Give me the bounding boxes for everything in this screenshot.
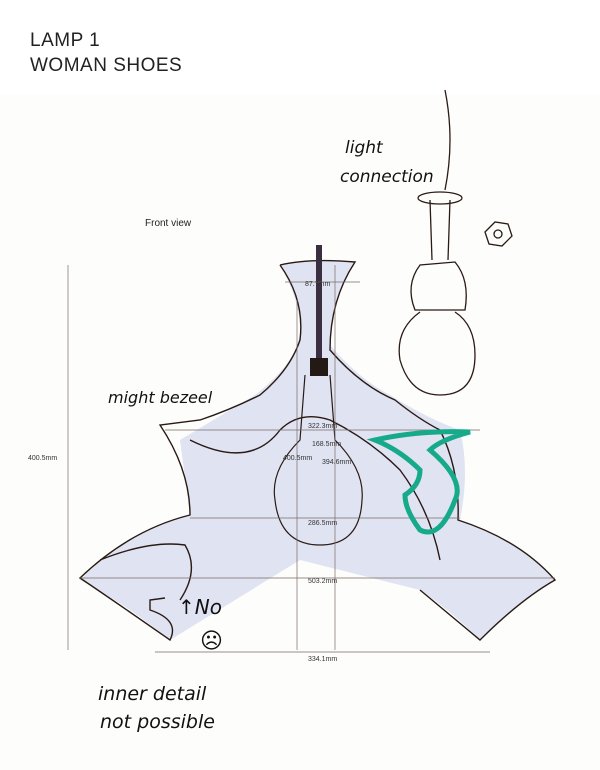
- dim-bottom-width: 334.1mm: [308, 656, 337, 663]
- annotation-inner-detail: inner detail: [98, 683, 207, 705]
- page-title: LAMP 1 WOMAN SHOES: [30, 28, 182, 78]
- view-label: Front view: [145, 218, 192, 229]
- dim-bulb-height: 394.6mm: [322, 459, 351, 466]
- bulb: [273, 374, 363, 546]
- marker-highlight: [366, 429, 471, 535]
- light-connection-sketch: [398, 89, 513, 396]
- annotation-light: light: [345, 138, 384, 158]
- annotation-connection: connection: [340, 167, 434, 187]
- dim-height-left: 400.5mm: [28, 455, 57, 462]
- dim-neck-width: 87.?mm: [305, 281, 330, 288]
- power-cord: [316, 245, 322, 365]
- dim-socket-width: 168.5mm: [312, 441, 341, 448]
- title-line-2: WOMAN SHOES: [30, 55, 183, 76]
- inner-contour: [189, 416, 441, 561]
- socket: [310, 358, 328, 376]
- dim-top-width: 322.3mm: [308, 423, 337, 430]
- dim-center-height: 400.5mm: [283, 455, 312, 462]
- annotation-bezel: might bezeel: [108, 388, 213, 407]
- dim-total-width: 503.2mm: [308, 578, 337, 585]
- annotation-not-possible: not possible: [100, 711, 215, 733]
- inner-contour-2: [99, 543, 193, 601]
- annotation-no: ↑No: [178, 595, 222, 619]
- dim-mid-width: 286.5mm: [308, 520, 337, 527]
- shade-outline-left: [78, 264, 302, 642]
- title-line-1: LAMP 1: [30, 30, 101, 51]
- sad-face: ☹: [200, 629, 223, 654]
